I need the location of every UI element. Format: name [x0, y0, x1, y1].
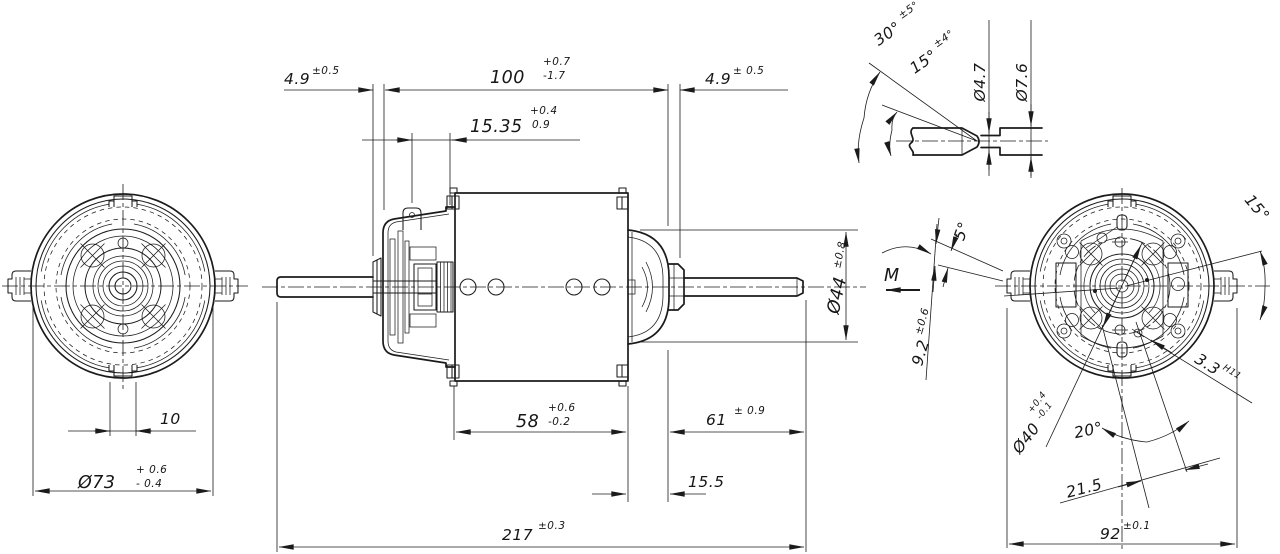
- dim-body-length-tol-up: +0.7: [543, 56, 571, 68]
- dim-tab-span: 92: [1100, 525, 1121, 543]
- bearing-screws: [1056, 226, 1186, 339]
- rear-screw-holes: [1065, 242, 1177, 330]
- dim-dome-diameter-tol: ±0.8: [831, 240, 848, 269]
- dim-terminal-angle: 5°: [950, 219, 973, 243]
- brush-holders: [1055, 262, 1189, 308]
- dim-groove-diameter: Ø4.7: [971, 63, 989, 103]
- front-view: 10 Ø73 + 0.6 - 0.4: [2, 184, 248, 496]
- shaft-end-detail: 30° ±5° 15° ±4° Ø4.7 Ø7.6: [854, 0, 1048, 178]
- dim-stator-length: 58: [516, 412, 539, 432]
- dim-spigot-diameter: Ø40: [1008, 420, 1043, 458]
- dim-front-shoulder-tol: ±0.5: [312, 65, 340, 77]
- rear-bearing-rings: [1083, 253, 1161, 319]
- shaft-bearing-rings: [84, 247, 162, 325]
- dim-overall-length: 217: [502, 526, 533, 544]
- rear-view: 15° 5° M 9.2 ±0.6 Ø40 +0.4 -0.1 20° 3.3 …: [881, 188, 1273, 552]
- dim-outer-diameter: Ø73: [77, 473, 116, 493]
- dim-terminal-width: 9.2: [908, 338, 933, 368]
- dim-stator-length-tol-up: +0.6: [548, 402, 576, 414]
- dim-brush-depth: 15.35: [470, 117, 523, 137]
- dim-dome-diameter: Ø44: [824, 275, 852, 317]
- dim-shaft-diameter: Ø7.6: [1013, 63, 1031, 103]
- dim-body-length-tol-dn: -1.7: [543, 70, 566, 82]
- dim-stator-length-tol-dn: -0.2: [548, 416, 571, 428]
- dim-terminal-width-group: 9.2 ±0.6: [908, 306, 933, 368]
- dim-slot-fit: H11: [1221, 363, 1243, 382]
- dim-clip-width: 10: [160, 410, 181, 428]
- dim-body-length: 100: [490, 68, 525, 88]
- dim-dome-diameter-group: Ø44 ±0.8: [824, 240, 852, 317]
- through-bolt-holes: [459, 278, 611, 296]
- dim-rear-shaft-length: 61: [706, 411, 727, 429]
- dim-rear-shoulder: 4.9: [705, 70, 731, 88]
- dim-chamfer-angle-full: 30°: [871, 18, 905, 49]
- dim-slot-width-group: 3.3 H11: [1192, 350, 1243, 382]
- screw-holes: [80, 243, 166, 329]
- body-corner-bosses: [446, 187, 629, 387]
- dim-chamfer-angle-half: 15°: [907, 46, 941, 77]
- dim-tab-angle: 15°: [1241, 191, 1273, 225]
- dim-hole-offset: 21.5: [1064, 475, 1104, 501]
- dim-brush-depth-tol-up: +0.4: [530, 105, 558, 117]
- dim-tab-span-tol: ±0.1: [1123, 520, 1151, 532]
- dim-outer-diameter-tol-dn: - 0.4: [136, 478, 162, 490]
- dim-outer-diameter-tol-up: + 0.6: [136, 464, 167, 476]
- side-view: 4.9 ±0.5 100 +0.7 -1.7 15.35 +0.4 0.9 4.…: [262, 56, 866, 552]
- dim-front-shoulder: 4.9: [284, 70, 310, 88]
- dim-chamfer-angle-full-group: 30° ±5°: [871, 0, 922, 49]
- dim-chamfer-angle-full-tol: ±5°: [896, 0, 921, 22]
- brush-card-section: [389, 230, 437, 344]
- dim-spigot-diameter-group: Ø40 +0.4 -0.1: [1008, 390, 1055, 458]
- dim-brush-depth-tol-dn: 0.9: [532, 119, 550, 131]
- dim-dome-length: 15.5: [688, 473, 725, 491]
- dim-slot-width: 3.3: [1192, 350, 1224, 379]
- dim-chamfer-angle-half-group: 15° ±4°: [907, 28, 957, 78]
- dim-overall-length-tol: ±0.3: [538, 520, 566, 532]
- dim-rear-shaft-length-tol: ± 0.9: [734, 405, 765, 417]
- dim-chamfer-angle-half-tol: ±4°: [931, 28, 956, 51]
- dim-hole-angle: 20°: [1072, 418, 1104, 442]
- dim-rear-shoulder-tol: ± 0.5: [733, 65, 764, 77]
- torque-direction-symbol: M: [884, 266, 900, 286]
